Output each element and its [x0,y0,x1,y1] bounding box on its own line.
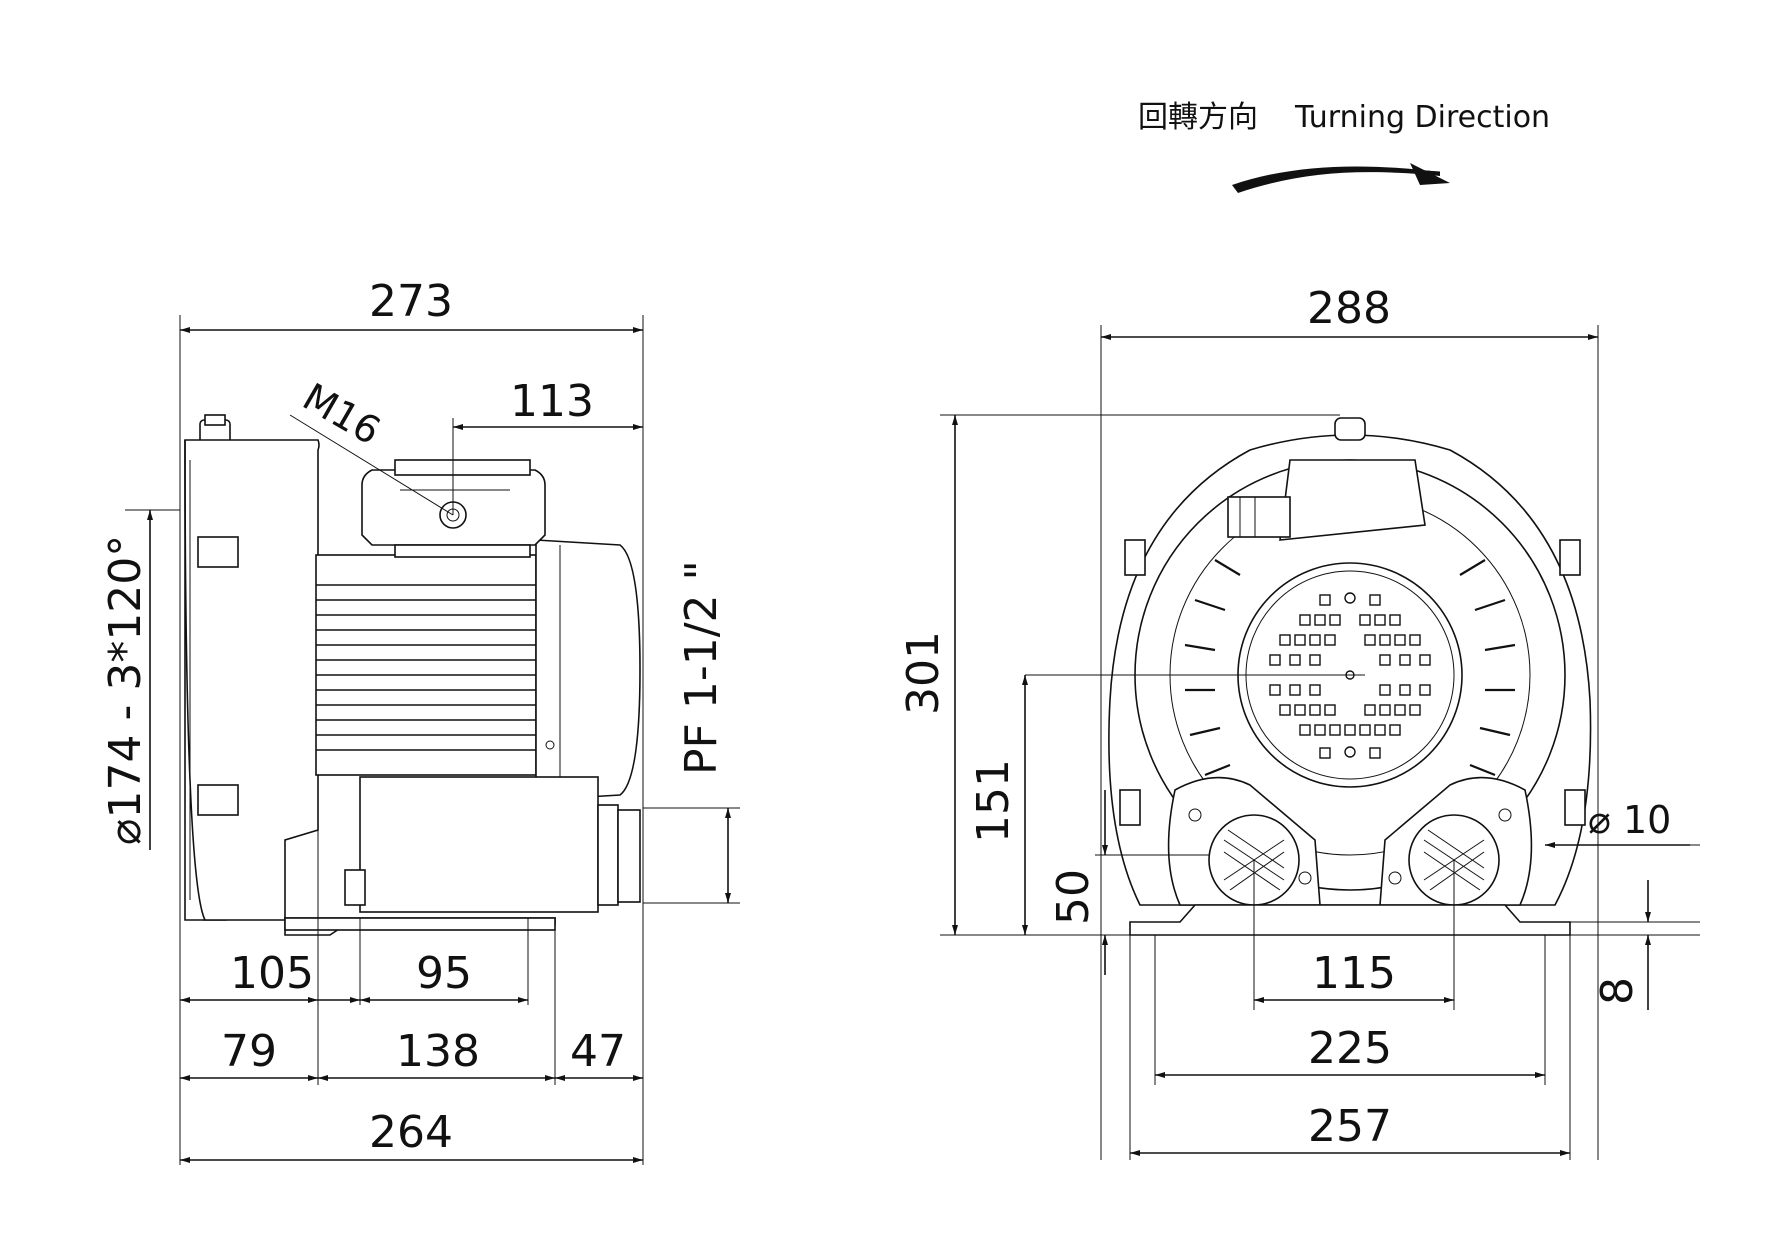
cooling-fins [316,584,536,751]
turning-direction: 回轉方向 Turning Direction [1138,100,1550,193]
side-view-drawing: 273 113 M16 ⌀174 - 3*120° PF 1-1/2 " 105… [100,276,740,1165]
label-flange: ⌀174 - 3*120° [100,535,151,845]
turning-direction-en: Turning Direction [1294,100,1550,135]
dim-79: 79 [221,1026,277,1077]
dim-301: 301 [898,631,949,715]
dim-113: 113 [510,376,594,427]
dim-225: 225 [1308,1023,1392,1074]
dim-50: 50 [1048,869,1099,925]
front-view-drawing: 288 301 151 50 ⌀ 10 8 115 225 [898,283,1700,1160]
dim-138: 138 [396,1026,480,1077]
dim-264: 264 [369,1107,453,1158]
label-hole-diameter: ⌀ 10 [1588,798,1671,842]
fan-cover-grid [1269,592,1431,759]
dim-151: 151 [968,759,1019,843]
dim-95: 95 [416,948,472,999]
housing-ribs [1184,559,1516,777]
rotation-arrowhead-icon [1410,163,1450,185]
turning-direction-cn: 回轉方向 [1138,100,1258,135]
dim-273: 273 [369,276,453,327]
dim-257: 257 [1308,1101,1392,1152]
dim-8: 8 [1592,977,1643,1005]
dim-115: 115 [1312,948,1396,999]
dim-288: 288 [1307,283,1391,334]
label-port-thread: PF 1-1/2 " [676,560,727,775]
rotation-arrow-icon [1232,166,1440,193]
dim-47: 47 [570,1026,626,1077]
dim-105: 105 [230,948,314,999]
